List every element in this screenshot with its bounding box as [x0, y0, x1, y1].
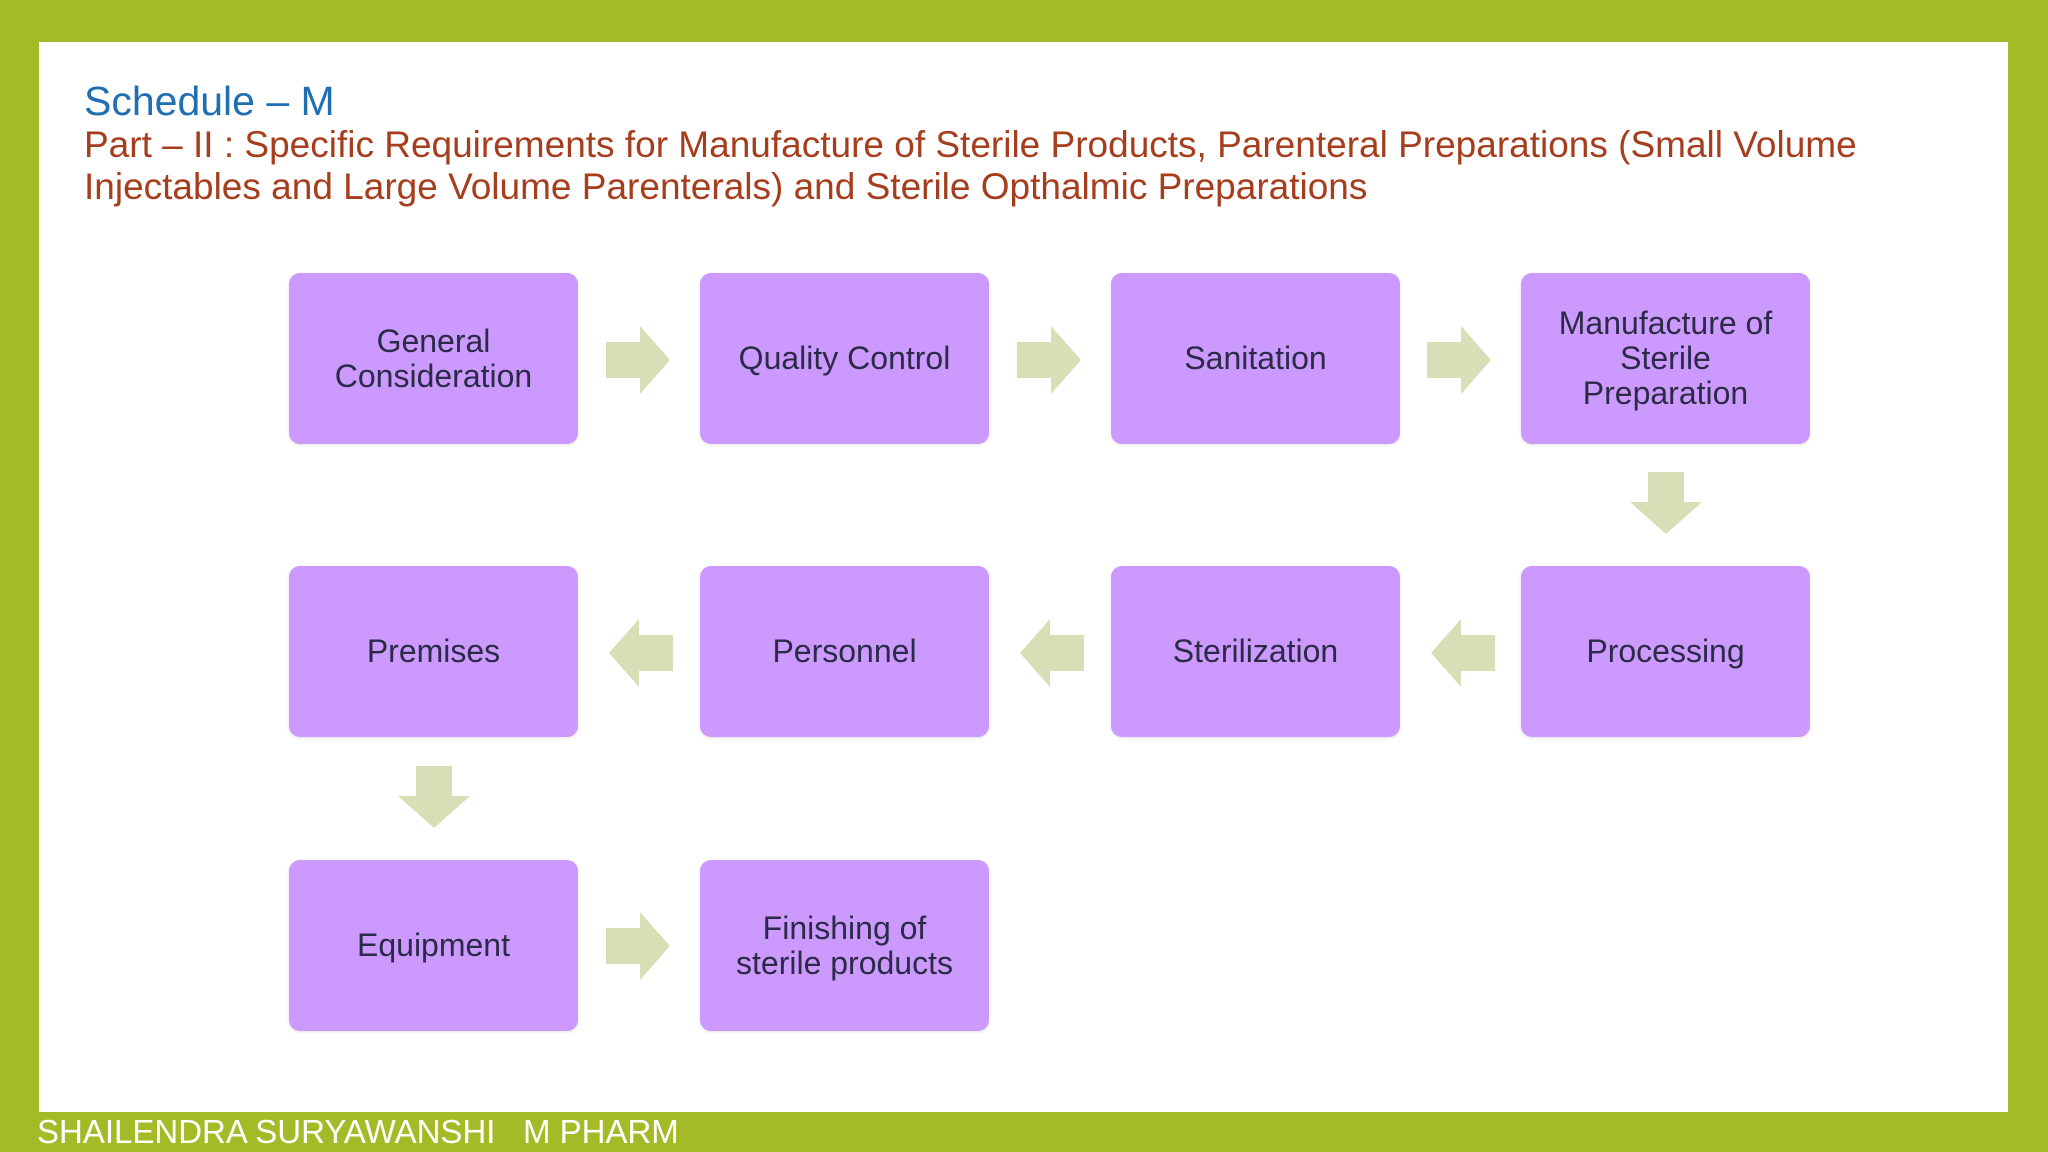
arrow-right-icon: [606, 326, 670, 394]
arrow-left-icon: [1020, 619, 1084, 687]
arrow-left-icon: [1431, 619, 1495, 687]
step-quality-control: Quality Control: [700, 273, 989, 444]
step-premises: Premises: [289, 566, 578, 737]
arrow-right-icon: [1017, 326, 1081, 394]
step-personnel: Personnel: [700, 566, 989, 737]
step-general-consideration: General Consideration: [289, 273, 578, 444]
step-equipment: Equipment: [289, 860, 578, 1031]
step-processing: Processing: [1521, 566, 1810, 737]
step-manufacture-of-sterile-preparation: Manufacture of Sterile Preparation: [1521, 273, 1810, 444]
arrow-left-icon: [609, 619, 673, 687]
footer-author: SHAILENDRA SURYAWANSHI M PHARM: [37, 1113, 679, 1150]
step-finishing-of-sterile-products: Finishing of sterile products: [700, 860, 989, 1031]
arrow-right-icon: [1427, 326, 1491, 394]
arrow-right-icon: [606, 912, 670, 980]
step-sterilization: Sterilization: [1111, 566, 1400, 737]
slide-title: Schedule – M: [84, 78, 335, 124]
arrow-down-icon: [1630, 472, 1702, 534]
arrow-down-icon: [398, 766, 470, 828]
slide-subtitle: Part – II : Specific Requirements for Ma…: [84, 124, 1857, 207]
step-sanitation: Sanitation: [1111, 273, 1400, 444]
